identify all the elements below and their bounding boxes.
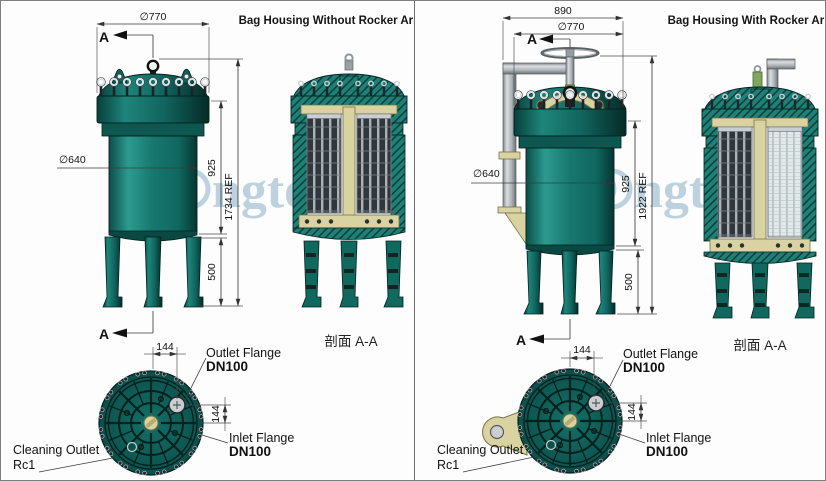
vessel-leg <box>595 250 616 315</box>
dim-overall-width: 890 <box>554 5 572 17</box>
dim-total-height: 1734 REF <box>223 173 235 220</box>
external-pipe-horizontal <box>502 62 568 75</box>
section-shell-wall <box>703 147 719 242</box>
cleaning-outlet-label: Cleaning Outlet <box>13 443 100 457</box>
section-shell-wall <box>390 134 406 229</box>
dim-outlet-offset: 144 <box>156 341 174 353</box>
vessel-leg <box>183 236 204 308</box>
front-view-dimensions: 890 ∅770 A ∅640 925 1922 REF 500 A <box>471 5 657 348</box>
panel-with-rocker-arm: H ngtek Bag Housing With Rocker Arm <box>414 1 826 480</box>
inlet-flange-size: DN100 <box>229 444 271 459</box>
cleaning-outlet-label: Cleaning Outlet <box>437 443 524 457</box>
panel-without-rocker-arm: H ngtek Bag Housing Without Rocker Arm ∅… <box>1 1 414 480</box>
vessel-flange-band <box>96 95 210 124</box>
dim-total-height: 1922 REF <box>637 172 649 219</box>
section-leg <box>383 240 404 308</box>
dim-body-height: 925 <box>620 175 632 193</box>
center-column <box>342 106 356 229</box>
section-shell-wall <box>292 134 308 229</box>
top-view-dimensions: 144 Outlet Flange DN100 144 Inlet Flange… <box>13 341 294 473</box>
dim-inlet-offset: 144 <box>210 405 222 423</box>
lifting-eyebolt <box>344 53 354 63</box>
vessel-leg <box>143 236 163 308</box>
cleaning-port <box>126 441 138 453</box>
top-view <box>482 368 623 474</box>
inlet-flange-size: DN100 <box>646 444 688 459</box>
vessel-leg <box>560 250 579 315</box>
flange-skirt <box>518 135 622 149</box>
rocker-stem <box>565 56 575 86</box>
dim-lid-diameter: ∅770 <box>140 11 167 23</box>
top-view-dimensions: 144 Outlet Flange DN100 144 Inlet Flange… <box>437 344 711 473</box>
vessel-body <box>525 147 615 247</box>
dim-body-diameter: ∅640 <box>473 168 500 180</box>
cleaning-port <box>545 439 557 451</box>
section-view <box>290 53 408 308</box>
pressure-gauge <box>146 59 160 73</box>
dim-leg-height: 500 <box>206 263 218 281</box>
vessel-flange-band <box>513 108 627 137</box>
section-label: 剖面 A-A <box>733 338 786 353</box>
section-arrow-icon <box>539 34 553 44</box>
filter-basket-mesh <box>767 126 803 238</box>
basket-support-ring <box>298 214 400 229</box>
section-bottom <box>703 251 817 264</box>
filter-basket-with-bag <box>717 126 753 238</box>
section-leg <box>339 240 359 308</box>
section-marker-bottom: A <box>99 326 109 342</box>
front-view-vessel <box>497 47 628 315</box>
flange-skirt <box>101 122 205 137</box>
outlet-flange-size: DN100 <box>206 359 248 374</box>
dim-inlet-offset: 144 <box>626 403 638 421</box>
dim-lid-diameter: ∅770 <box>558 21 585 33</box>
inlet-flange-label: Inlet Flange <box>646 431 711 445</box>
hinge-bracket <box>482 408 528 456</box>
cleaning-outlet-size: Rc1 <box>13 458 35 472</box>
section-arrow-icon <box>113 30 127 40</box>
outlet-flange-label: Outlet Flange <box>623 347 698 361</box>
dim-body-diameter: ∅640 <box>59 154 86 166</box>
vessel-leg <box>102 236 123 308</box>
basket-support-ring <box>709 238 811 253</box>
section-marker-top: A <box>99 29 109 45</box>
front-view-dimensions: ∅770 A ∅640 925 1734 REF 500 A <box>57 11 243 342</box>
section-arrow-icon <box>112 328 127 338</box>
section-label: 剖面 A-A <box>324 334 377 349</box>
section-view <box>701 58 819 319</box>
cleaning-outlet-size: Rc1 <box>437 458 459 472</box>
panel-title: Bag Housing With Rocker Arm <box>668 15 826 27</box>
section-shell-wall <box>801 147 817 242</box>
dim-outlet-offset: 144 <box>573 344 591 356</box>
filter-basket <box>306 113 342 214</box>
top-view <box>98 370 204 476</box>
vessel-leg <box>523 250 544 315</box>
vessel-body <box>108 135 198 233</box>
section-bottom <box>292 227 406 240</box>
filter-basket <box>356 113 392 214</box>
hinge-hole <box>489 424 505 440</box>
panel-title: Bag Housing Without Rocker Arm <box>239 15 414 27</box>
section-arrow-icon <box>529 334 544 344</box>
front-view-vessel <box>95 59 211 308</box>
section-marker-top: A <box>527 31 537 47</box>
dim-leg-height: 500 <box>623 273 635 291</box>
inlet-flange-label: Inlet Flange <box>229 431 294 445</box>
outlet-flange-label: Outlet Flange <box>206 346 281 360</box>
section-marker-bottom: A <box>516 332 526 348</box>
pipe-gusset <box>504 212 527 246</box>
center-column <box>753 119 767 253</box>
outlet-flange-size: DN100 <box>623 360 665 375</box>
dim-body-height: 925 <box>206 159 218 177</box>
pipe-flange <box>498 151 521 160</box>
section-leg <box>301 240 322 308</box>
